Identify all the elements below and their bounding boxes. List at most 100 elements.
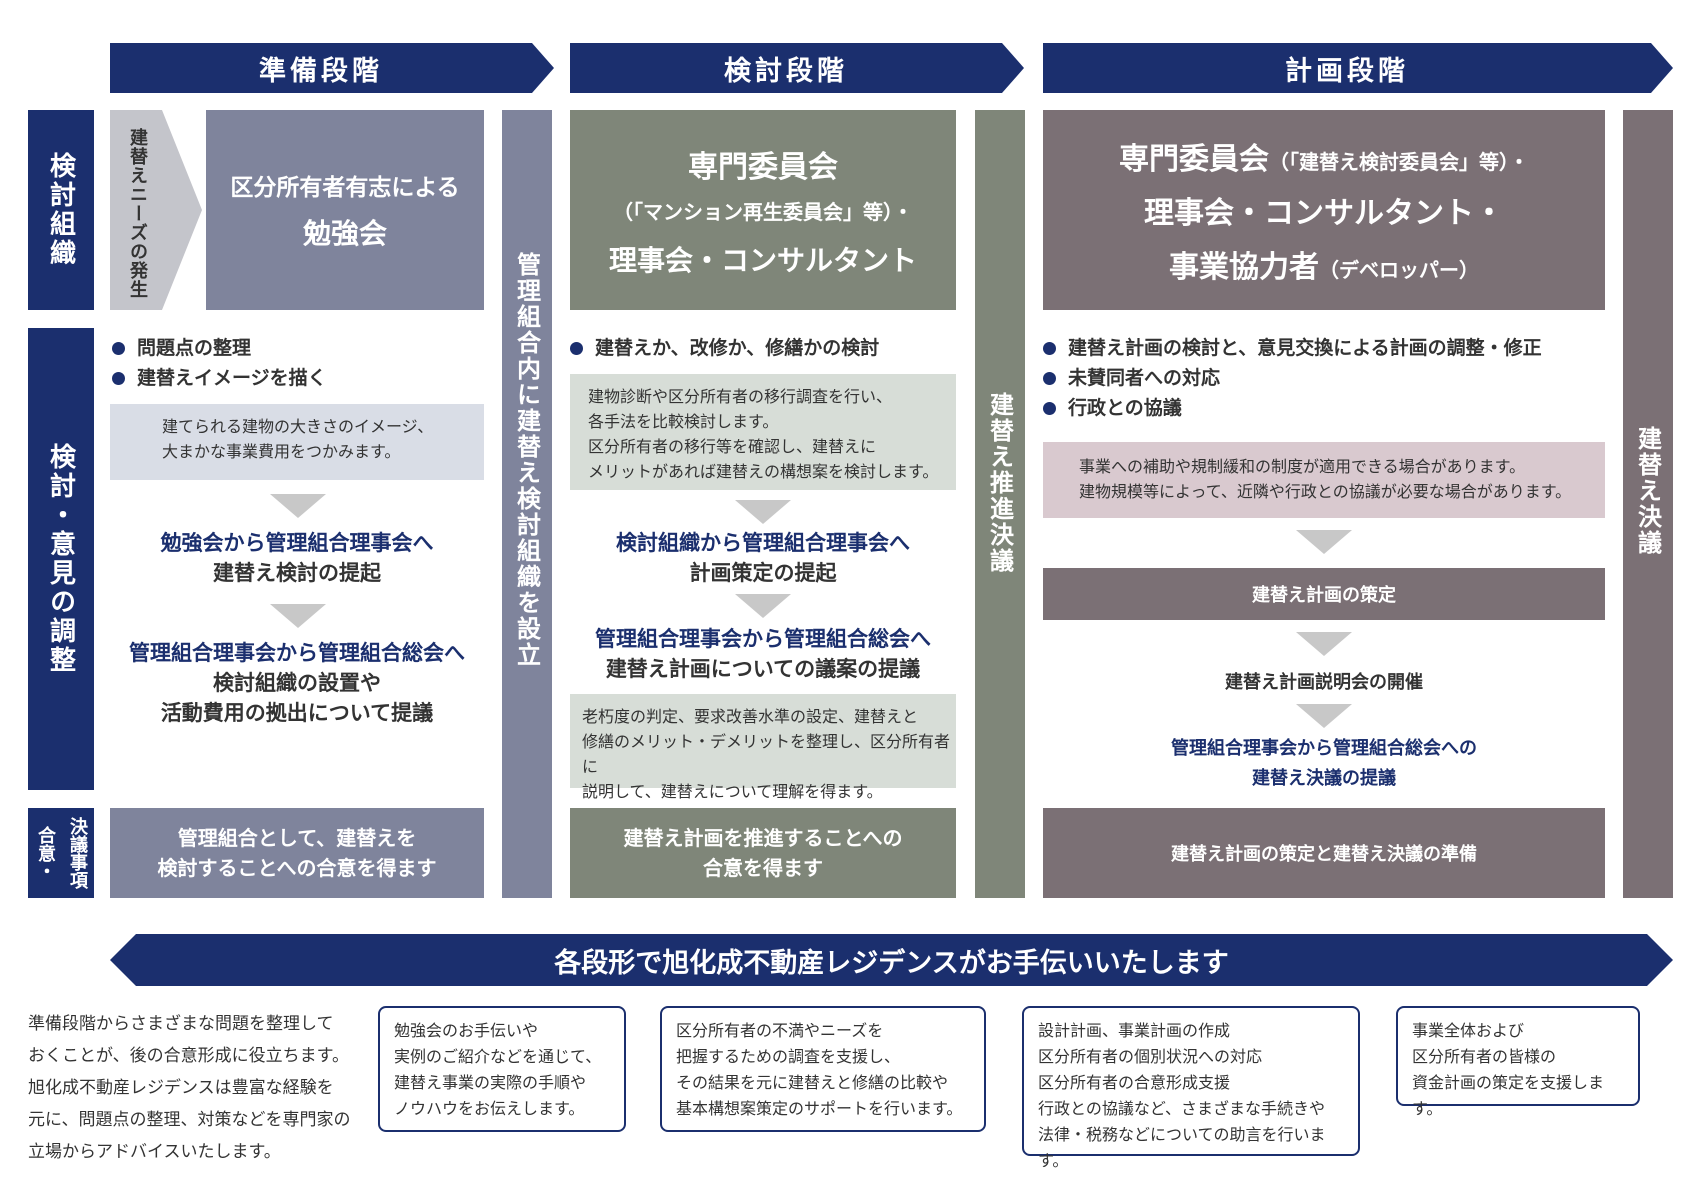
plan-note: 事業への補助や規制緩和の制度が適用できる場合があります。 建物規模等によって、近… xyxy=(1043,442,1605,518)
prep-step1: 勉強会から管理組合理事会へ 建替え検討の提起 xyxy=(110,528,484,588)
step-line: 管理組合理事会から管理組合総会への xyxy=(1171,738,1477,759)
intro-line: おくことが、後の合意形成に役立ちます。 xyxy=(28,1046,349,1066)
divider-establish-committee: 管理組合内に建替え検討組織を設立 xyxy=(502,110,552,898)
bullet-text: 建替えか、改修か、修繕かの検討 xyxy=(595,337,880,359)
plan-org-main: 専門委員会 xyxy=(1119,142,1269,177)
stage-header-prep: 準備段階 xyxy=(110,43,554,93)
note-line: 説明して、建替えについて理解を得ます。 xyxy=(582,782,883,801)
support-banner: 各段形で旭化成不動産レジデンスがお手伝いいたします xyxy=(110,934,1673,986)
note-line: 建てられる建物の大きさのイメージ、 xyxy=(162,417,434,436)
callout-line: 実例のご紹介などを通じて、 xyxy=(394,1047,602,1066)
callout-line: 建替え事業の実際の手順や xyxy=(394,1073,587,1092)
plan-step-text: 建替え計画説明会の開催 xyxy=(1043,668,1605,694)
callout-prep: 勉強会のお手伝いや 実例のご紹介などを通じて、 建替え事業の実際の手順や ノウハ… xyxy=(378,1006,626,1132)
plan-agreement-box: 建替え計画の策定と建替え決議の準備 xyxy=(1043,808,1605,898)
agreement-line: 合意を得ます xyxy=(703,856,823,880)
plan-step-text-label: 建替え計画説明会の開催 xyxy=(1225,672,1423,693)
down-arrow-icon xyxy=(270,604,326,628)
note-line: 各手法を比較検討します。 xyxy=(588,412,779,431)
stage-label: 準備段階 xyxy=(259,55,383,87)
divider-final-resolution: 建替え決議 xyxy=(1623,110,1673,898)
plan-org-box: 専門委員会（「建替え検討委員会」等）・ 理事会・コンサルタント・ 事業協力者（デ… xyxy=(1043,110,1605,310)
down-arrow-icon xyxy=(1296,530,1352,554)
step-line: 建替え検討の提起 xyxy=(213,561,381,585)
step-line: 勉強会から管理組合理事会へ xyxy=(160,531,434,555)
agreement-line: 建替え計画の策定と建替え決議の準備 xyxy=(1171,844,1477,865)
step-line: 管理組合理事会から管理組合総会へ xyxy=(595,627,931,651)
plan-org-line: 事業協力者（デベロッパー） xyxy=(1169,242,1479,286)
callout-line: 区分所有者の皆様の xyxy=(1412,1047,1557,1066)
bullet-text: 行政との協議 xyxy=(1068,397,1182,419)
bullet-item: 問題点の整理 xyxy=(112,333,492,363)
plan-org-line: 理事会・コンサルタント・ xyxy=(1144,196,1504,231)
stage-arrow-shape xyxy=(570,43,1024,93)
bullet-item: 未賛同者への対応 xyxy=(1043,363,1643,393)
down-arrow-icon xyxy=(270,494,326,518)
step-line: 活動費用の拠出について提議 xyxy=(160,701,434,725)
bullet-item: 建替え計画の検討と、意見交換による計画の調整・修正 xyxy=(1043,333,1643,363)
agreement-line: 管理組合として、建替えを xyxy=(177,826,417,850)
intro-line: 元に、問題点の整理、対策などを専門家の xyxy=(28,1110,351,1130)
bullet-item: 建替えか、改修か、修繕かの検討 xyxy=(570,333,970,363)
divider-label: 建替え決議 xyxy=(1633,426,1662,556)
agreement-line: 検討することへの合意を得ます xyxy=(157,856,437,880)
callout-line: 行政との協議など、さまざまな手続きや xyxy=(1038,1099,1326,1118)
review-agreement-box: 建替え計画を推進することへの 合意を得ます xyxy=(570,808,956,898)
note-line: 建物診断や区分所有者の移行調査を行い、 xyxy=(588,387,893,406)
plan-org-line: 専門委員会（「建替え検討委員会」等）・ xyxy=(1119,134,1529,178)
review-org-line: 理事会・コンサルタント xyxy=(608,243,917,277)
callout-line: 把握するための調査を支援し、 xyxy=(676,1047,901,1066)
bullet-dot-icon xyxy=(112,371,125,385)
plan-bullets: 建替え計画の検討と、意見交換による計画の調整・修正 未賛同者への対応 行政との協… xyxy=(1043,333,1643,423)
bullet-dot-icon xyxy=(570,341,583,355)
callout-review: 区分所有者の不満やニーズを 把握するための調査を支援し、 その結果を元に建替えと… xyxy=(660,1006,986,1132)
stage-header-plan: 計画段階 xyxy=(1043,43,1673,93)
row-label-text: 検討組織 xyxy=(45,152,76,268)
stage-header-review: 検討段階 xyxy=(570,43,1024,93)
step-line: 建替え決議の提議 xyxy=(1252,768,1396,789)
bullet-item: 建替えイメージを描く xyxy=(112,363,492,393)
bullet-dot-icon xyxy=(1043,401,1056,415)
callout-line: 事業全体および xyxy=(1412,1021,1525,1040)
divider-promotion-resolution: 建替え推進決議 xyxy=(975,110,1025,898)
callout-line: 法律・税務などについての助言を行います。 xyxy=(1038,1125,1326,1170)
review-note2: 老朽度の判定、要求改善水準の設定、建替えと 修繕のメリット・デメリットを整理し、… xyxy=(570,694,956,801)
plan-org-sub: （デベロッパー） xyxy=(1319,258,1479,282)
note-line: 事業への補助や規制緩和の制度が適用できる場合があります。 xyxy=(1079,457,1526,476)
stage-arrow-shape xyxy=(1043,43,1673,93)
callout-line: ノウハウをお伝えします。 xyxy=(394,1099,585,1118)
bullet-text: 問題点の整理 xyxy=(137,337,252,359)
step-line: 建替え計画についての議案の提議 xyxy=(605,657,921,681)
callout-line: 設計計画、事業計画の作成 xyxy=(1038,1021,1231,1040)
review-step2: 管理組合理事会から管理組合総会へ 建替え計画についての議案の提議 xyxy=(562,624,964,684)
row-label-text: 検討・意見の調整 xyxy=(45,443,76,675)
bullet-dot-icon xyxy=(1043,341,1056,355)
note-line: 修繕のメリット・デメリットを整理し、区分所有者に xyxy=(582,732,951,776)
intro-line: 準備段階からさまざまな問題を整理して xyxy=(28,1014,334,1034)
prep-org-box: 区分所有者有志による 勉強会 xyxy=(206,110,484,310)
callout-line: 資金計画の策定を支援します。 xyxy=(1412,1073,1605,1118)
step-line: 検討組織の設置や xyxy=(213,671,381,695)
down-arrow-icon xyxy=(1296,704,1352,728)
review-step1: 検討組織から管理組合理事会へ 計画策定の提起 xyxy=(570,528,956,588)
callout-line: 区分所有者の個別状況への対応 xyxy=(1038,1047,1263,1066)
needs-arrow-shape xyxy=(110,110,202,310)
note-line: 区分所有者の移行等を確認し、建替えに xyxy=(588,437,877,456)
prep-step2: 管理組合理事会から管理組合総会へ 検討組織の設置や 活動費用の拠出について提議 xyxy=(100,638,494,728)
prep-org-title: 区分所有者有志による xyxy=(230,175,460,201)
bullet-text: 建替えイメージを描く xyxy=(137,367,327,389)
banner-shape xyxy=(110,934,1673,986)
row-label-text: 決議事項 xyxy=(67,817,88,889)
note-line: 大まかな事業費用をつかみます。 xyxy=(162,442,401,461)
bullet-text: 建替え計画の検討と、意見交換による計画の調整・修正 xyxy=(1068,337,1542,359)
callout-finance: 事業全体および 区分所有者の皆様の 資金計画の策定を支援します。 xyxy=(1396,1006,1640,1118)
plan-org-main: 事業協力者 xyxy=(1169,250,1319,285)
plan-step-bar-label: 建替え計画の策定 xyxy=(1252,585,1396,606)
step-line: 管理組合理事会から管理組合総会へ xyxy=(129,641,465,665)
intro-line: 立場からアドバイスいたします。 xyxy=(28,1142,281,1162)
stage-label: 検討段階 xyxy=(724,55,848,87)
review-org-box: 専門委員会 （「マンション再生委員会」等）・ 理事会・コンサルタント xyxy=(570,110,956,310)
down-arrow-icon xyxy=(735,500,791,524)
banner-text: 各段形で旭化成不動産レジデンスがお手伝いいたします xyxy=(554,947,1229,979)
plan-step-bar: 建替え計画の策定 xyxy=(1043,568,1605,620)
